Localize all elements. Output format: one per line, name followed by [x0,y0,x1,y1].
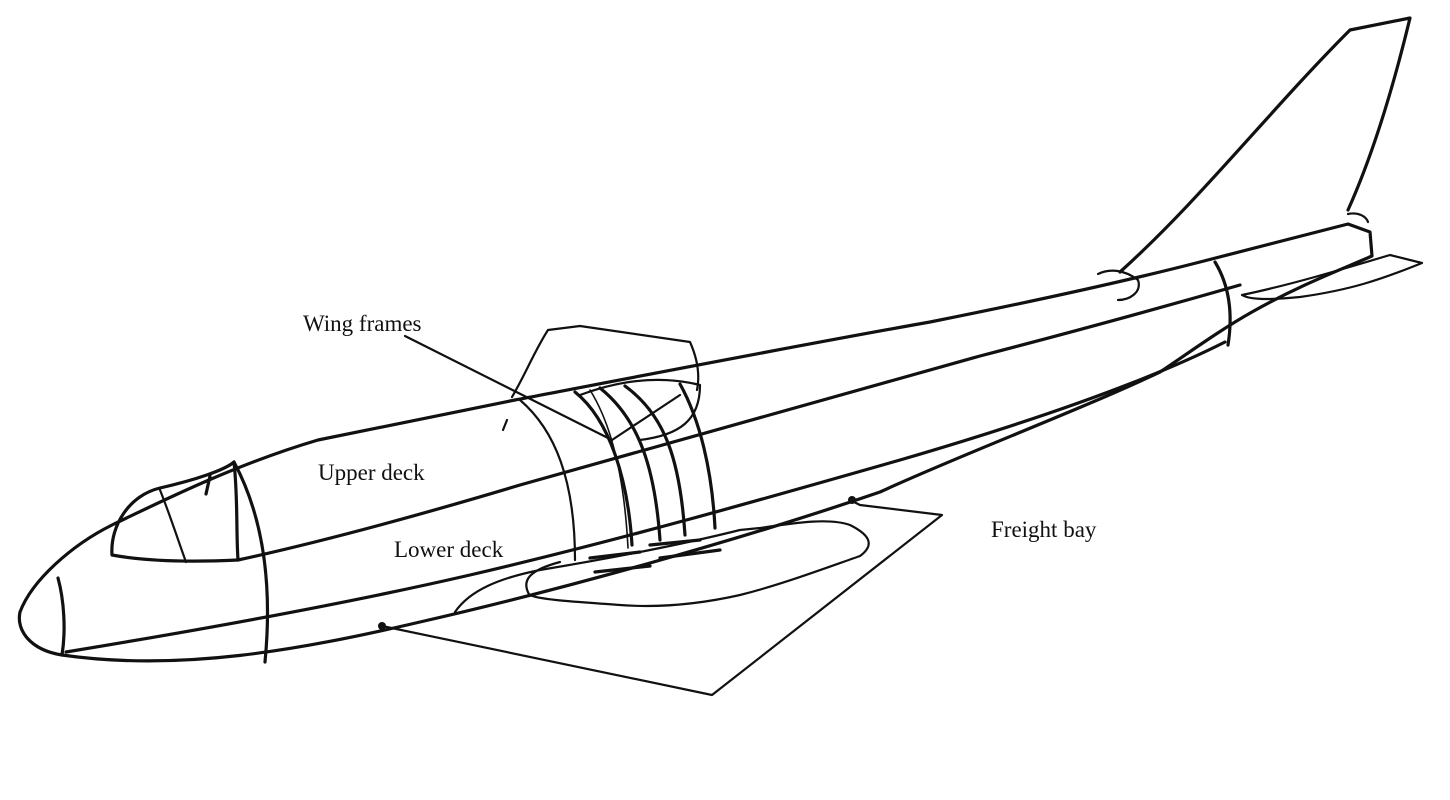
wing-frames-label: Wing frames [303,311,422,336]
belly-inner-line [525,560,562,598]
upper-deck-label: Upper deck [318,460,425,485]
wing-frame-4 [623,384,687,537]
freight-bay-plane [380,498,944,697]
lower-deck-label: Lower deck [394,537,504,562]
wing-frames-leader [403,334,614,442]
wing-fillet [578,378,702,442]
frame-tick [501,418,509,432]
wing-frame-1 [518,398,577,562]
rear-frame [1213,260,1232,347]
wing-frames-leader-2 [610,393,682,442]
wing-root-fairing [510,324,700,399]
forward-frame [232,460,270,664]
tail-cone [1346,212,1370,224]
vertical-stabiliser [1118,16,1412,274]
lower-deck-leader-dot [378,622,386,630]
cabin-belt-line [236,283,1242,562]
wing-frame-5 [678,382,717,530]
fin-root [1096,269,1140,302]
belly-fairing [453,520,870,614]
cockpit-stroke [204,474,212,496]
cockpit-frame-line [158,488,188,564]
freight-bay-leader-dot [848,496,856,504]
upper-deck-floor [64,340,1227,654]
fuselage-outline [17,222,1374,663]
freight-bay-label: Freight bay [991,517,1097,542]
nose-cone [56,576,66,657]
wing-box-slats [588,538,722,574]
wing-frame-inner [589,389,629,549]
horizontal-stabiliser [1240,253,1424,301]
wing-frame-3 [598,386,662,542]
